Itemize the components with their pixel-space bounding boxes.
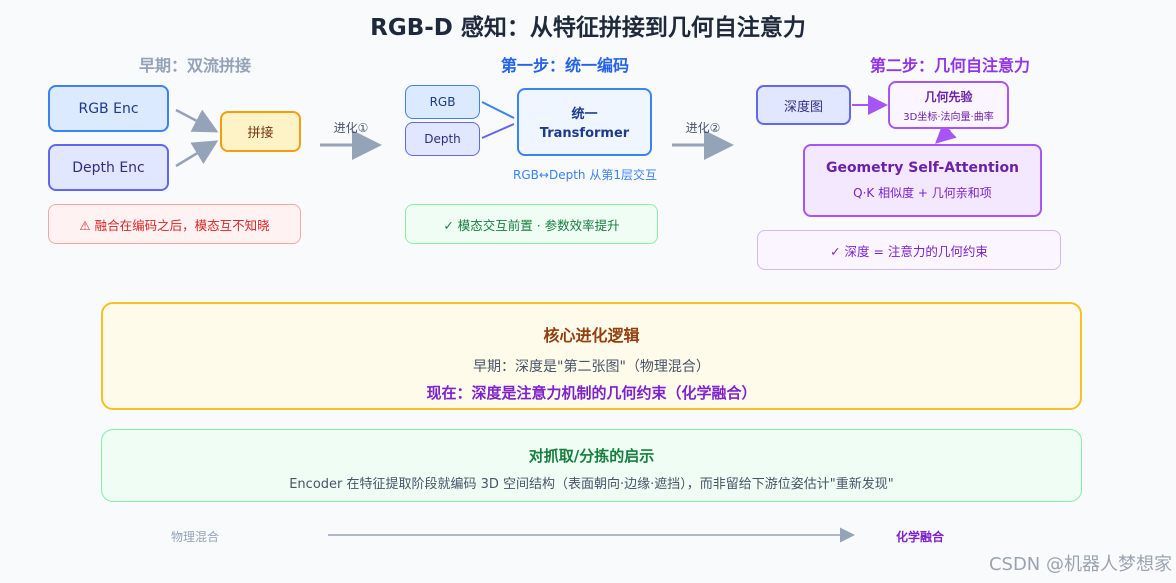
insight-text: Encoder 在特征提取阶段就编码 3D 空间结构（表面朝向·边缘·遮挡），而… (289, 477, 894, 492)
unified-transformer-box: 统一 Transformer (517, 88, 652, 156)
geometric-prior-box: 几何先验 3D坐标·法向量·曲率 (888, 81, 1009, 129)
stage2-note: ✓ 模态交互前置 · 参数效率提升 (405, 204, 658, 244)
arrow-depth-to-concat (175, 140, 219, 168)
transformer-label-line2: Transformer (539, 126, 630, 141)
stage1-warning-note: ⚠ 融合在编码之后，模态互不知晓 (48, 204, 301, 244)
rgb-encoder-box: RGB Enc (48, 85, 169, 132)
page-title: RGB-D 感知：从特征拼接到几何自注意力 (370, 15, 806, 41)
geometric-prior-title: 几何先验 (924, 89, 973, 104)
core-logic-box: 核心进化逻辑 早期：深度是"第二张图"（物理混合） 现在：深度是注意力机制的几何… (101, 302, 1082, 410)
stage3-note: ✓ 深度 = 注意力的几何约束 (757, 230, 1061, 270)
depth-encoder-box: Depth Enc (48, 144, 169, 191)
geometry-self-attention-box: Geometry Self-Attention Q·K 相似度 + 几何亲和项 (803, 144, 1042, 217)
stage2-title: 第一步：统一编码 (500, 56, 629, 75)
arrow-prior-to-gsa (935, 122, 957, 144)
stage3-title: 第二步：几何自注意力 (869, 56, 1030, 75)
geometric-prior-subtitle: 3D坐标·法向量·曲率 (903, 111, 994, 123)
stage1-title: 早期：双流拼接 (138, 56, 251, 75)
gsa-title: Geometry Self-Attention (825, 160, 1020, 176)
line-rgb-to-transformer (481, 101, 515, 119)
bottom-right-label: 化学融合 (895, 530, 944, 544)
arrow-rgb-to-concat (175, 108, 219, 133)
stage2-caption: RGB↔Depth 从第1层交互 (513, 168, 657, 182)
core-logic-line2: 现在：深度是注意力机制的几何约束（化学融合） (426, 384, 757, 402)
gsa-subtitle: Q·K 相似度 + 几何亲和项 (853, 186, 992, 200)
line-depth-to-transformer (481, 123, 515, 139)
rgb-input-box: RGB (405, 85, 480, 119)
evolution-1-label: 进化① (333, 121, 369, 135)
evolution-2-label: 进化② (685, 121, 721, 135)
insight-title: 对抓取/分拣的启示 (528, 447, 655, 465)
depth-input-box: Depth (405, 122, 480, 156)
transformer-label-line1: 统一 (571, 107, 598, 122)
core-logic-line1: 早期：深度是"第二张图"（物理混合） (473, 359, 710, 375)
bottom-left-label: 物理混合 (170, 530, 219, 544)
concat-box: 拼接 (220, 111, 301, 152)
core-logic-title: 核心进化逻辑 (543, 326, 640, 345)
insight-box: 对抓取/分拣的启示 Encoder 在特征提取阶段就编码 3D 空间结构（表面朝… (101, 429, 1082, 502)
depth-map-box: 深度图 (756, 85, 851, 125)
watermark: CSDN @机器人梦想家 (988, 554, 1172, 575)
